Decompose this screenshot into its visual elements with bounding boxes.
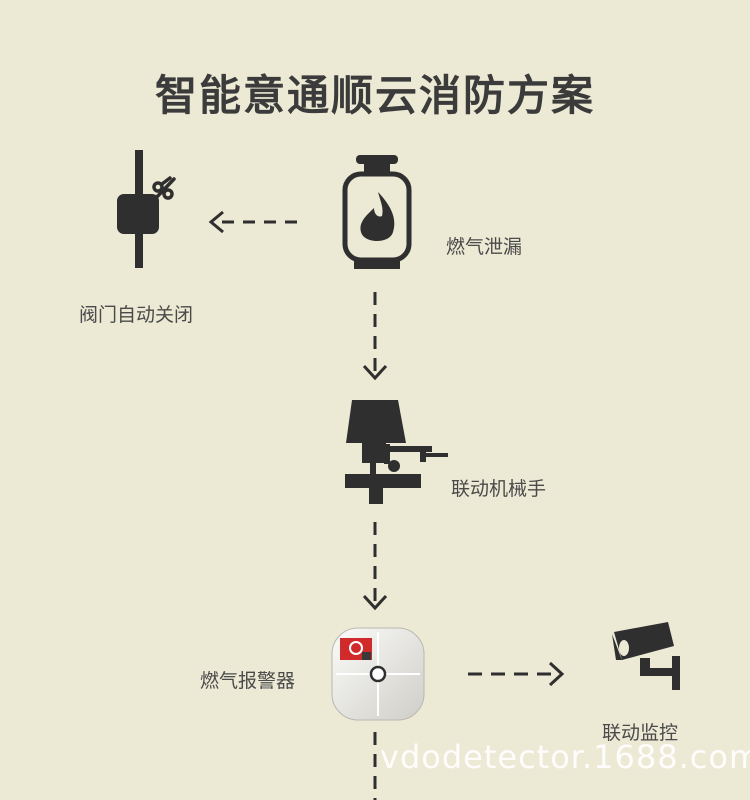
page-title: 智能意通顺云消防方案 [154, 71, 595, 120]
valve-manipulator-icon [345, 400, 448, 504]
arrow-to-valve [208, 210, 297, 234]
manipulator-label: 联动机械手 [451, 478, 547, 500]
arrow-down-3 [373, 732, 377, 800]
security-camera-icon [612, 622, 680, 690]
monitoring-label: 联动监控 [602, 722, 679, 744]
valve-icon [117, 150, 176, 268]
watermark-text: vdodetector.1688.com [380, 738, 750, 776]
gas-leak-label: 燃气泄漏 [446, 236, 523, 258]
gas-cylinder-flame-icon [342, 155, 412, 269]
arrow-down-2 [362, 522, 388, 611]
gas-alarm-label: 燃气报警器 [200, 670, 296, 692]
arrow-to-camera [468, 661, 565, 687]
arrow-down-1 [362, 292, 388, 381]
valve-close-label: 阀门自动关闭 [79, 304, 194, 326]
gas-detector-icon [331, 627, 425, 721]
